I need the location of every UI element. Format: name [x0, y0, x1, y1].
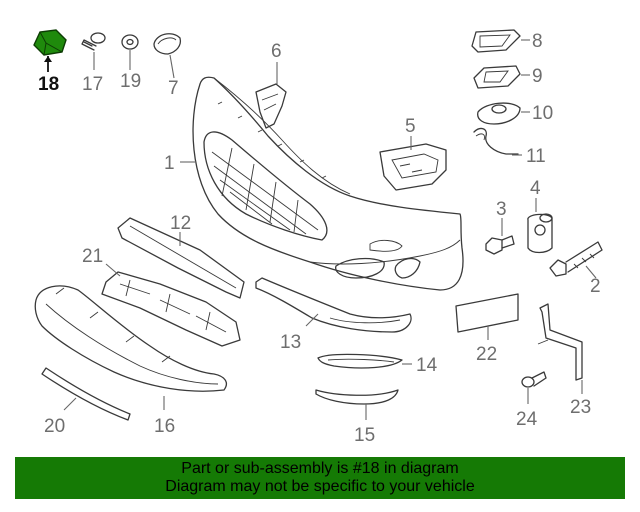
callout-4: 4	[530, 178, 541, 199]
callout-16: 16	[154, 416, 175, 437]
part-10-sensor-holder	[477, 102, 521, 125]
callout-23: 23	[570, 397, 591, 418]
part-24-screw	[521, 371, 547, 388]
banner-line-1: Part or sub-assembly is #18 in diagram	[181, 460, 459, 477]
info-banner: Part or sub-assembly is #18 in diagram D…	[15, 457, 625, 499]
part-20-strip	[41, 367, 131, 421]
part-11-wire	[473, 127, 519, 155]
callout-7: 7	[168, 78, 179, 99]
arrow-18	[44, 56, 52, 62]
callout-10: 10	[532, 103, 553, 124]
part-2-bolt	[549, 241, 603, 277]
callout-17: 17	[82, 74, 103, 95]
callout-13: 13	[280, 332, 301, 353]
part-14-molding	[317, 353, 403, 369]
part-23-bracket	[537, 303, 583, 381]
callout-14: 14	[416, 355, 438, 376]
leader-7	[169, 54, 175, 79]
callout-6: 6	[271, 41, 282, 62]
part-22-plate	[455, 293, 519, 333]
callout-5: 5	[405, 116, 416, 137]
callout-18: 18	[38, 74, 59, 95]
part-19-washer	[121, 34, 139, 50]
part-9-bracket	[473, 65, 521, 89]
callout-11: 11	[526, 146, 546, 167]
callout-8: 8	[532, 31, 543, 52]
part-6-bracket	[255, 83, 287, 129]
part-1-bumper-cover	[192, 76, 464, 291]
part-15-molding	[315, 389, 399, 405]
part-5-bracket	[379, 143, 447, 191]
part-8-frame	[471, 29, 521, 53]
leader-20	[63, 397, 77, 411]
callout-3: 3	[496, 199, 507, 220]
part-17-screw	[81, 32, 106, 51]
part-4-bracket	[527, 213, 553, 254]
callout-21: 21	[82, 246, 103, 267]
callout-20: 20	[44, 416, 65, 437]
part-3-bolt	[485, 235, 515, 255]
callout-9: 9	[532, 66, 543, 87]
part-12-strip	[117, 217, 245, 299]
part-18-clip[interactable]	[33, 29, 67, 56]
callout-12: 12	[170, 213, 191, 234]
callout-15: 15	[354, 425, 375, 446]
callout-19: 19	[120, 71, 141, 92]
leader-13	[305, 313, 319, 327]
part-21-absorber	[101, 271, 241, 347]
part-13-trim	[255, 277, 412, 333]
callout-1: 1	[164, 153, 175, 174]
parts-diagram: 18 17 19 7 6 8 9 10 5 11 1 4 3 2 12 21 1…	[33, 29, 603, 446]
leader-21	[105, 263, 121, 277]
part-16-spoiler	[34, 285, 228, 392]
callout-24: 24	[516, 409, 538, 430]
part-7-cap	[153, 33, 182, 55]
callout-2: 2	[590, 276, 601, 297]
leader-2	[585, 265, 597, 279]
callout-22: 22	[476, 344, 497, 365]
banner-line-2: Diagram may not be specific to your vehi…	[165, 478, 475, 495]
